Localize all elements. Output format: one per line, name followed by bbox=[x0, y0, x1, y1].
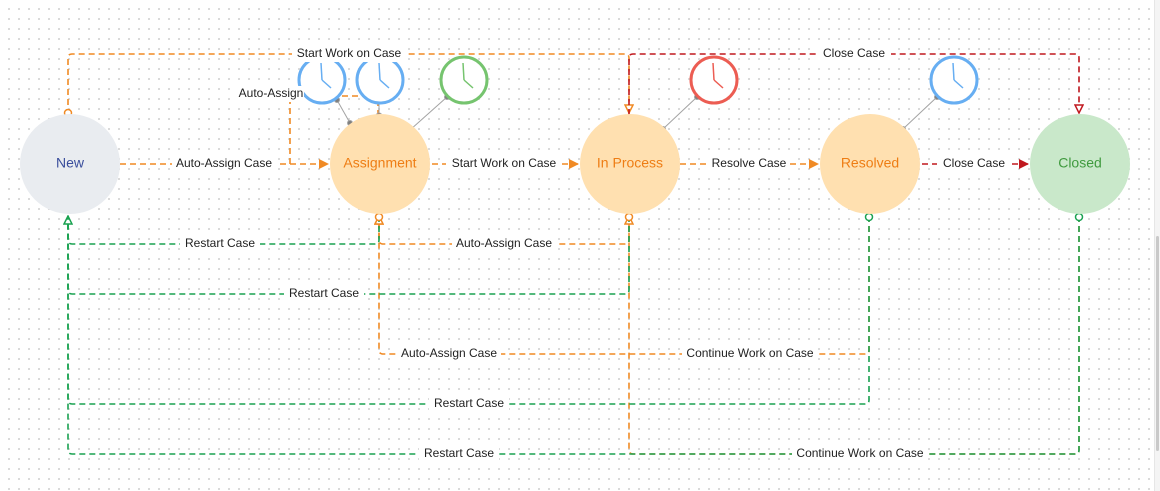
edge-closed-to-new[interactable] bbox=[67, 216, 1080, 455]
scrollbar-thumb[interactable] bbox=[1156, 236, 1159, 451]
state-label-in-process: In Process bbox=[597, 155, 663, 171]
state-node-in-process[interactable]: In Process bbox=[580, 114, 680, 214]
label-in-process-to-new: Restart Case bbox=[289, 286, 359, 300]
edge-origin-markers bbox=[63, 108, 1084, 222]
label-in-process-to-resolved: Resolve Case bbox=[712, 156, 787, 170]
edge-in-process-to-new[interactable] bbox=[67, 216, 630, 295]
state-label-resolved: Resolved bbox=[841, 155, 899, 171]
state-node-assignment[interactable]: Assignment bbox=[330, 114, 430, 214]
label-closed-to-new: Restart Case bbox=[424, 446, 494, 460]
state-node-new[interactable]: New bbox=[20, 114, 120, 214]
state-label-assignment: Assignment bbox=[343, 155, 416, 171]
timer-icon[interactable] bbox=[929, 55, 979, 105]
label-in-process-to-closed-top: Close Case bbox=[823, 46, 885, 60]
timer-icon[interactable] bbox=[355, 55, 405, 105]
timer-icon[interactable] bbox=[297, 55, 347, 105]
label-resolved-to-assignment: Auto-Assign Case bbox=[401, 346, 497, 360]
label-timer-auto-assign: Auto-Assign bbox=[239, 86, 304, 100]
timer-icon[interactable] bbox=[439, 55, 489, 105]
edge-closed-to-in-process[interactable] bbox=[629, 216, 1080, 455]
label-assignment-to-in-process: Start Work on Case bbox=[452, 156, 557, 170]
state-label-closed: Closed bbox=[1058, 155, 1102, 171]
state-node-closed[interactable]: Closed bbox=[1030, 114, 1130, 214]
label-new-to-assignment: Auto-Assign Case bbox=[176, 156, 272, 170]
label-resolved-to-new: Restart Case bbox=[434, 396, 504, 410]
label-new-to-in-process-top: Start Work on Case bbox=[297, 46, 402, 60]
label-resolved-to-in-process: Continue Work on Case bbox=[686, 346, 814, 360]
timer-icon[interactable] bbox=[689, 55, 739, 105]
label-assignment-to-new: Restart Case bbox=[185, 236, 255, 250]
edge-new-to-in-process-top[interactable] bbox=[67, 53, 629, 115]
state-label-new: New bbox=[56, 155, 85, 171]
label-resolved-to-closed: Close Case bbox=[943, 156, 1005, 170]
edge-resolved-to-new[interactable] bbox=[67, 216, 870, 405]
label-closed-to-in-process: Continue Work on Case bbox=[796, 446, 924, 460]
vertical-scrollbar[interactable] bbox=[1154, 0, 1160, 491]
label-in-process-to-assignment: Auto-Assign Case bbox=[456, 236, 552, 250]
state-node-resolved[interactable]: Resolved bbox=[820, 114, 920, 214]
